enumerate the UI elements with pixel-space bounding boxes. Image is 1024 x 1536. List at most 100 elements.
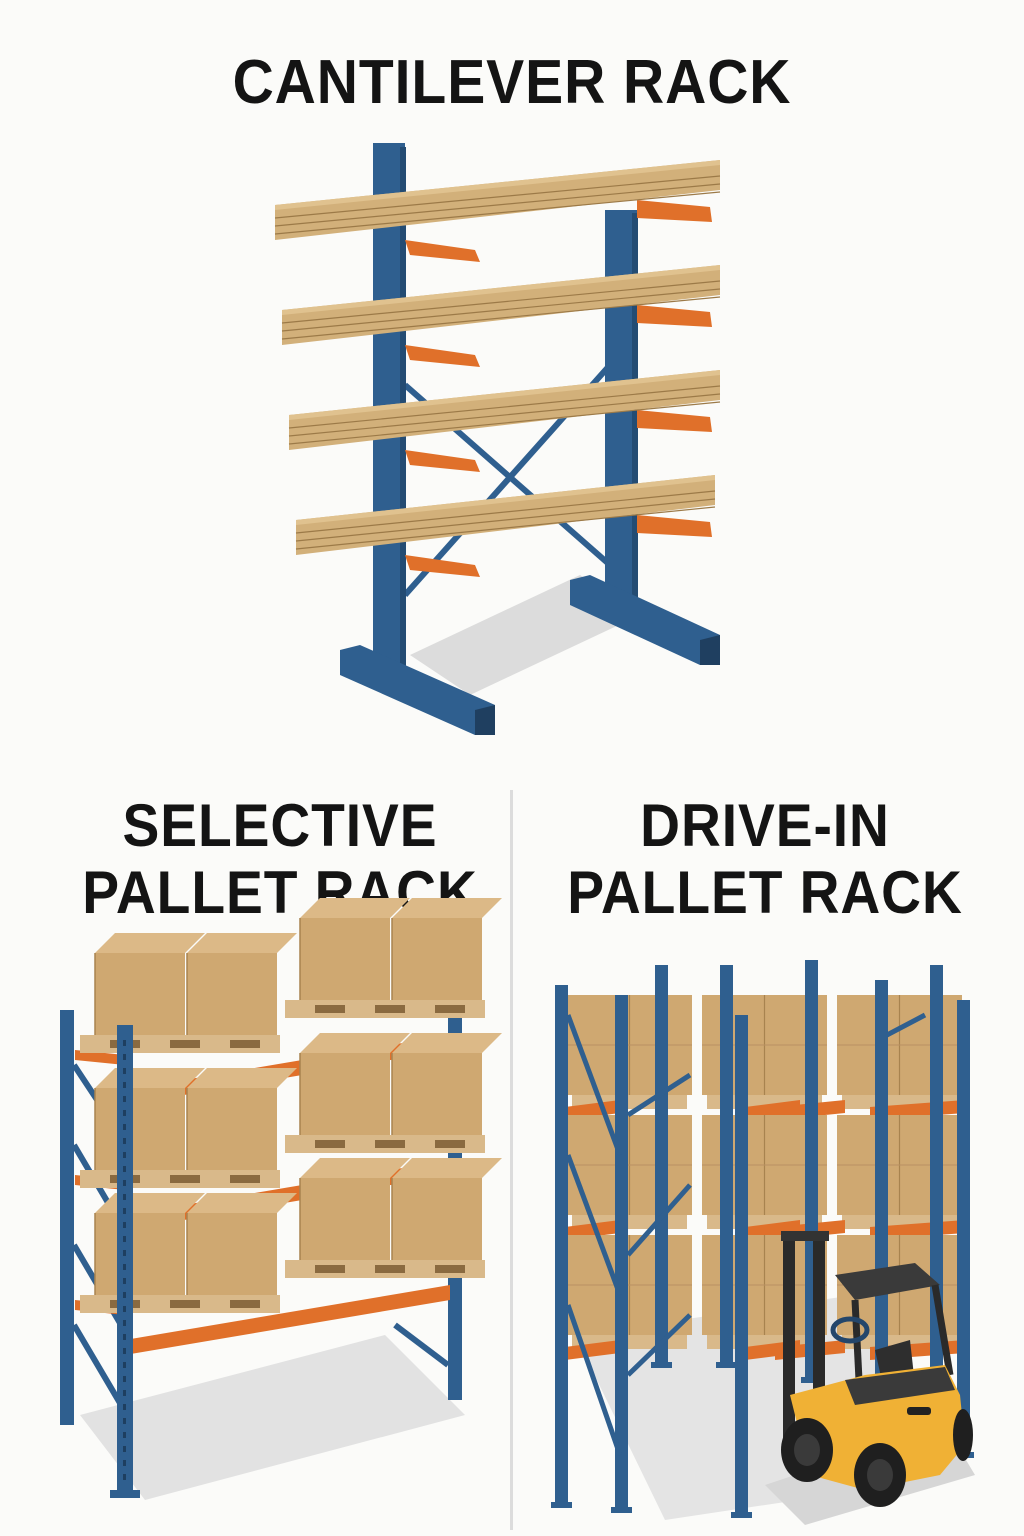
upright-hole <box>123 1138 126 1144</box>
cardboard-box <box>392 918 482 1000</box>
upright-hole <box>123 1418 126 1424</box>
lumber-bundle <box>289 370 720 450</box>
title-line: SELECTIVE <box>122 792 438 859</box>
forklift-body <box>790 1365 965 1490</box>
pallet-slot <box>375 1140 405 1148</box>
pallet-slot <box>375 1265 405 1273</box>
cantilever-rack-title: CANTILEVER RACK <box>232 48 792 117</box>
cardboard-box <box>95 953 185 1035</box>
upright-hole <box>123 1292 126 1298</box>
forklift-light <box>907 1407 931 1415</box>
cardboard-box <box>392 1178 482 1260</box>
cantilever-arm <box>405 240 480 262</box>
pallet-slot <box>230 1040 260 1048</box>
box-top <box>300 898 410 918</box>
upright-footplate <box>110 1490 140 1498</box>
upright-hole <box>123 1376 126 1382</box>
upright-hole <box>123 1390 126 1396</box>
upright-hole <box>123 1236 126 1242</box>
cantilever-level <box>295 475 716 577</box>
beam <box>75 1050 125 1065</box>
box-top <box>187 933 297 953</box>
upright-hole <box>123 1110 126 1116</box>
brace <box>885 1012 927 1038</box>
upright-hole <box>123 1068 126 1074</box>
left-base <box>340 645 495 735</box>
upright-hole <box>123 1446 126 1452</box>
upright-hole <box>123 1096 126 1102</box>
cantilever-level <box>274 160 721 262</box>
upright-hole <box>123 1250 126 1256</box>
cardboard-box <box>95 1213 185 1295</box>
cardboard-box <box>392 1053 482 1135</box>
upright <box>875 980 888 1440</box>
lumber-board-edge <box>288 385 721 429</box>
cantilever-arm <box>637 515 712 537</box>
upright <box>117 1025 133 1495</box>
brace <box>626 1072 692 1118</box>
brace <box>565 1154 623 1296</box>
lumber-board-edge <box>274 175 721 219</box>
box-top <box>187 1068 297 1088</box>
upright-footplate <box>731 1512 752 1518</box>
upright-hole <box>123 1474 126 1480</box>
upright <box>957 1000 970 1455</box>
pallet-slot <box>315 1140 345 1148</box>
box-top <box>392 1033 502 1053</box>
title-line: PALLET RACK <box>567 859 963 927</box>
cantilever-arm <box>637 410 712 432</box>
upright-footplate <box>801 1377 822 1383</box>
cantilever-arm <box>405 450 480 472</box>
lumber-board-edge <box>295 490 716 534</box>
upright-hole <box>123 1334 126 1340</box>
upright <box>555 985 568 1505</box>
upright-hole <box>123 1460 126 1466</box>
lumber-board-edge <box>281 296 721 340</box>
forklift <box>765 1231 975 1525</box>
lumber-board-edge <box>281 280 721 324</box>
upright-footplate <box>551 1502 572 1508</box>
cantilever-level <box>281 265 721 367</box>
steering-wheel <box>830 1316 870 1344</box>
box-top <box>392 1158 502 1178</box>
box-top <box>187 1193 297 1213</box>
box-top <box>300 1033 410 1053</box>
cantilever-arm <box>405 345 480 367</box>
cantilever-rack-illustration <box>274 143 721 735</box>
upright-hole <box>123 1432 126 1438</box>
cardboard-box <box>300 918 390 1000</box>
upright-footplate <box>651 1362 672 1368</box>
upright-hole <box>123 1320 126 1326</box>
upright-hole <box>123 1404 126 1410</box>
rail-beam <box>565 1340 620 1360</box>
pallet-slot <box>230 1175 260 1183</box>
pallet-slot <box>435 1140 465 1148</box>
box-top <box>95 933 205 953</box>
pallet-slot <box>170 1300 200 1308</box>
upright-hole <box>123 1082 126 1088</box>
upright-hole <box>123 1208 126 1214</box>
lumber-board-edge <box>288 393 721 437</box>
cantilever-arm <box>405 555 480 577</box>
selective-pallet-rack-illustration <box>60 898 502 1500</box>
lumber-board-edge <box>295 506 716 550</box>
brace <box>626 1183 692 1257</box>
cantilever-arm <box>637 200 712 222</box>
cardboard-box <box>187 953 277 1035</box>
cardboard-box <box>187 1213 277 1295</box>
cantilever-arm <box>637 305 712 327</box>
lumber-board-edge <box>274 183 721 227</box>
lumber-board-edge <box>274 191 721 235</box>
upright-hole <box>123 1040 126 1046</box>
cardboard-box <box>300 1178 390 1260</box>
upright-hole <box>123 1180 126 1186</box>
upright <box>735 1015 748 1515</box>
forklift-mast <box>783 1235 795 1450</box>
upright <box>720 965 733 1365</box>
upright-hole <box>123 1362 126 1368</box>
upright-hole <box>123 1348 126 1354</box>
panel-divider <box>510 790 513 1530</box>
pallet-slot <box>315 1005 345 1013</box>
cardboard-box <box>187 1088 277 1170</box>
pallet-slot <box>170 1175 200 1183</box>
